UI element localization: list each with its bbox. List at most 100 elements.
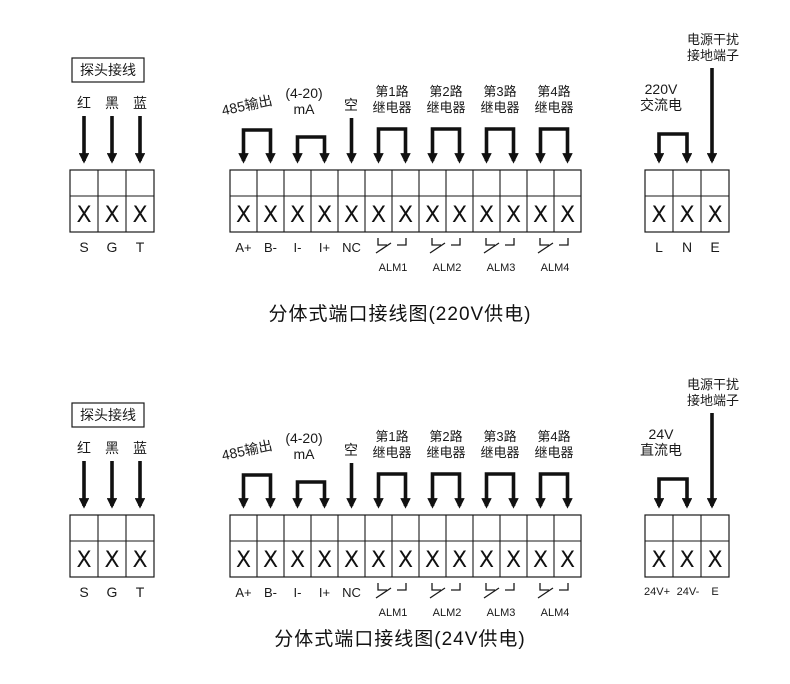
terminal-a-plus: A+: [235, 240, 251, 255]
power-section: 电源干扰 接地端子 220V 交流电 X X X L N E: [640, 32, 739, 255]
label-empty: 空: [344, 97, 358, 113]
terminal-a-plus: A+: [235, 585, 251, 600]
485-arrow-pair: [238, 473, 276, 509]
ma-arrow-pair: [292, 135, 330, 164]
relay2-label-1: 第2路: [429, 429, 462, 444]
power-section: 电源干扰 接地端子 24V 直流电 X X X 24V+ 24V- E: [640, 377, 739, 598]
power-label-1: 24V: [649, 426, 675, 442]
probe-section: 探头接线 红 黑 蓝 X X X S G T: [69, 402, 155, 600]
relay2-contact-symbol: [429, 238, 461, 254]
terminal-x: X: [506, 548, 521, 573]
terminal-x: X: [290, 203, 305, 228]
probe-wire-red: 红: [77, 440, 91, 456]
probe-terminal-t: T: [136, 584, 145, 600]
probe-wire-blue: 蓝: [133, 95, 147, 111]
alm1-label: ALM1: [379, 262, 408, 274]
terminal-x: X: [263, 548, 278, 573]
label-485-output: 485输出: [220, 92, 274, 118]
power-label-1: 220V: [645, 81, 678, 97]
relay4-label-1: 第4路: [537, 429, 570, 444]
relay1-contact-symbol: [375, 583, 407, 599]
terminal-x: X: [533, 548, 548, 573]
ma-arrow-pair: [292, 480, 330, 509]
relay2-label-1: 第2路: [429, 84, 462, 99]
terminal-x: X: [425, 203, 440, 228]
relay3-label-1: 第3路: [483, 84, 516, 99]
power-terminal-block: [644, 514, 730, 578]
terminal-l: L: [655, 239, 663, 255]
probe-wire-black: 黑: [105, 440, 119, 456]
label-485-output: 485输出: [220, 437, 274, 463]
power-terminal-block: [644, 169, 730, 233]
terminal-x: X: [679, 203, 694, 228]
ground-label-2: 接地端子: [687, 393, 739, 408]
caption-24v: 分体式端口接线图(24V供电): [274, 628, 525, 650]
terminal-i-minus: I-: [294, 585, 302, 600]
relay4-contact-symbol: [537, 238, 569, 254]
alm3-label: ALM3: [487, 262, 516, 274]
terminal-nc: NC: [342, 585, 361, 600]
alm4-label: ALM4: [541, 262, 570, 274]
terminal-i-plus: I+: [319, 240, 330, 255]
probe-terminal-g: G: [107, 239, 118, 255]
terminal-x: X: [132, 203, 147, 228]
label-ma: mA: [294, 446, 316, 462]
terminal-x: X: [371, 548, 386, 573]
terminal-x: X: [317, 548, 332, 573]
io-section: 485输出 (4-20) mA 空 第1路 继电器 第2路 继电器 第3路 继电…: [220, 429, 582, 619]
terminal-x: X: [479, 548, 494, 573]
terminal-n: N: [682, 239, 692, 255]
terminal-x: X: [290, 548, 305, 573]
relay4-label-1: 第4路: [537, 84, 570, 99]
io-terminal-block: [229, 169, 582, 233]
terminal-24v-minus: 24V-: [677, 586, 700, 598]
terminal-x: X: [560, 203, 575, 228]
terminal-x: X: [76, 548, 91, 573]
ground-label-1: 电源干扰: [687, 32, 739, 47]
probe-terminal-t: T: [136, 239, 145, 255]
terminal-24v-plus: 24V+: [644, 586, 670, 598]
terminal-b-minus: B-: [264, 240, 277, 255]
relay2-arrow-pair: [427, 127, 465, 164]
relay1-contact-symbol: [375, 238, 407, 254]
terminal-x: X: [425, 548, 440, 573]
terminal-x: X: [452, 548, 467, 573]
relay2-label-2: 继电器: [426, 445, 465, 460]
terminal-x: X: [560, 548, 575, 573]
terminal-x: X: [236, 548, 251, 573]
relay4-contact-symbol: [537, 583, 569, 599]
relay3-label-1: 第3路: [483, 429, 516, 444]
terminal-x: X: [651, 203, 666, 228]
relay3-arrow-pair: [481, 127, 519, 164]
relay1-label-1: 第1路: [375, 429, 408, 444]
label-ma: mA: [294, 101, 316, 117]
alm1-label: ALM1: [379, 607, 408, 619]
alm3-label: ALM3: [487, 607, 516, 619]
relay4-label-2: 继电器: [534, 445, 573, 460]
label-420: (4-20): [285, 85, 322, 101]
relay3-contact-symbol: [483, 238, 515, 254]
terminal-i-plus: I+: [319, 585, 330, 600]
relay4-label-2: 继电器: [534, 100, 573, 115]
terminal-x: X: [707, 203, 722, 228]
terminal-x: X: [479, 203, 494, 228]
relay3-contact-symbol: [483, 583, 515, 599]
power-label-2: 直流电: [640, 442, 682, 458]
relay1-label-2: 继电器: [372, 100, 411, 115]
485-arrow-pair: [238, 128, 276, 164]
terminal-x: X: [651, 548, 666, 573]
terminal-x: X: [506, 203, 521, 228]
wiring-diagram-24v: 探头接线 红 黑 蓝 X X X S G T 485输出 (4-20) mA 空…: [69, 377, 739, 650]
terminal-e: E: [711, 586, 718, 598]
probe-terminal-s: S: [79, 584, 88, 600]
relay2-arrow-pair: [427, 472, 465, 509]
relay2-label-2: 继电器: [426, 100, 465, 115]
relay3-label-2: 继电器: [480, 445, 519, 460]
terminal-x: X: [132, 548, 147, 573]
relay4-arrow-pair: [535, 127, 573, 164]
relay1-arrow-pair: [373, 472, 411, 509]
relay1-label-2: 继电器: [372, 445, 411, 460]
terminal-x: X: [76, 203, 91, 228]
terminal-nc: NC: [342, 240, 361, 255]
probe-terminal-s: S: [79, 239, 88, 255]
